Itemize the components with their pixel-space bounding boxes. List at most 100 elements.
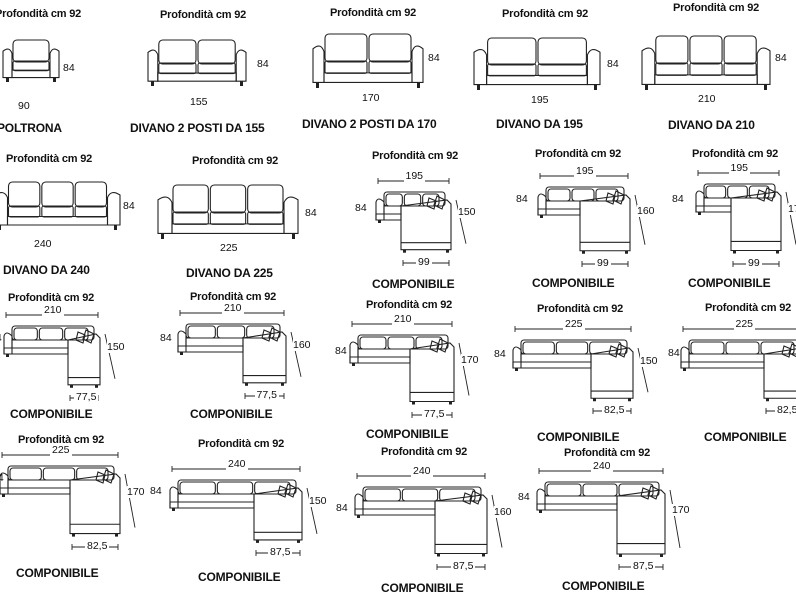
height-label: 84 [0,332,2,344]
chaise-width-label: 82,5 [85,539,110,552]
back-cushion [583,484,617,496]
depth-label: Profondità cm 92 [705,302,792,314]
chaise-width-label: 77,5 [254,388,279,401]
foot [53,77,56,82]
depth-label: Profondità cm 92 [535,148,622,160]
sofa-base [681,362,764,368]
back-cushion [217,482,252,494]
width-label: 210 [222,302,244,314]
sofa-base [376,214,401,220]
back-cushion [404,194,420,206]
width-label: 210 [42,304,64,316]
dimension-line [492,495,502,548]
chaise-longue [617,490,665,554]
foot [95,384,98,388]
seat-cushion [42,206,73,217]
sectional-sofa-drawing [696,182,781,254]
back-cushion [761,342,794,354]
back-cushion [386,194,402,206]
pillow [83,330,94,343]
chaise-depth-label: 150 [107,340,125,353]
seat-cushion [521,354,591,362]
foot [683,368,686,371]
height-label: 84 [518,491,530,503]
model-caption: DIVANO DA 210 [668,118,755,132]
pillow [789,344,796,357]
left-arm [0,193,8,225]
seat-cushion [546,201,580,209]
foot [245,382,248,386]
height-label: 84 [160,332,172,344]
chaise-width-label: 82,5 [775,404,796,417]
back-cushion [440,489,475,501]
seat-cushion [545,496,617,504]
sofa-drawing [3,38,59,82]
seat-cushion [248,212,283,224]
chaise-width-label: 87,5 [268,545,293,558]
pillow [606,193,615,204]
chaise-width-label: 99 [595,256,611,269]
model-caption: COMPONIBILE [532,276,615,290]
sofa-drawing [474,36,600,90]
dimension-line [307,488,317,534]
seat-cushion [369,61,411,73]
back-cushion [538,38,586,65]
width-label: 240 [226,458,248,470]
back-cushion [255,482,290,494]
back-cushion [77,468,108,480]
pillow [757,190,766,201]
back-cushion [14,328,37,340]
sofa-base [12,70,50,77]
foot [628,398,631,402]
height-label: 84 [516,193,528,205]
sectional-sofa-drawing [4,324,100,388]
height-label: 84 [494,348,506,360]
left-arm [376,199,384,220]
depth-arrow [633,193,649,249]
seat-cushion [12,340,68,348]
back-cushion [248,185,283,213]
sofa-base [538,209,580,215]
model-caption: COMPONIBILE [190,407,273,421]
back-cushion [360,337,386,349]
right-arm [108,193,121,225]
depth-label: Profondità cm 92 [190,291,277,303]
chaise-width-label: 77,5 [422,407,447,420]
seat-cushion [13,61,49,71]
foot [115,533,118,537]
seat-cushion [656,63,688,75]
back-cushion [590,342,621,354]
pillow [764,188,775,201]
model-caption: COMPONIBILE [537,430,620,444]
foot [180,352,183,355]
foot [625,250,628,254]
foot [70,384,73,388]
sofa-drawing [0,180,120,230]
model-caption: COMPONIBILE [16,566,99,580]
depth-label: Profondità cm 92 [366,299,453,311]
model-caption: DIVANO DA 240 [3,263,90,277]
depth-label: Profondità cm 92 [673,2,760,14]
left-arm [170,487,178,508]
model-caption: DIVANO 2 POSTI DA 170 [302,117,437,131]
foot [6,354,9,357]
sectional-sofa-drawing [355,485,487,557]
seat-cushion [210,212,245,224]
sofa-base [350,357,410,363]
foot [594,84,597,90]
depth-label: Profondità cm 92 [381,446,468,458]
seat-cushion [384,206,401,214]
height-label: 84 [428,52,440,64]
width-label: 90 [18,100,30,112]
left-arm [3,49,12,78]
right-arm [757,48,770,84]
depth-arrow [784,190,796,249]
model-caption: COMPONIBILE [688,276,771,290]
back-cushion [619,484,653,496]
foot [161,233,164,239]
width-label: 195 [574,165,596,177]
back-cushion [548,189,570,201]
back-cushion [217,326,244,338]
foot [172,508,175,511]
chaise-depth-label: 170 [672,504,690,516]
